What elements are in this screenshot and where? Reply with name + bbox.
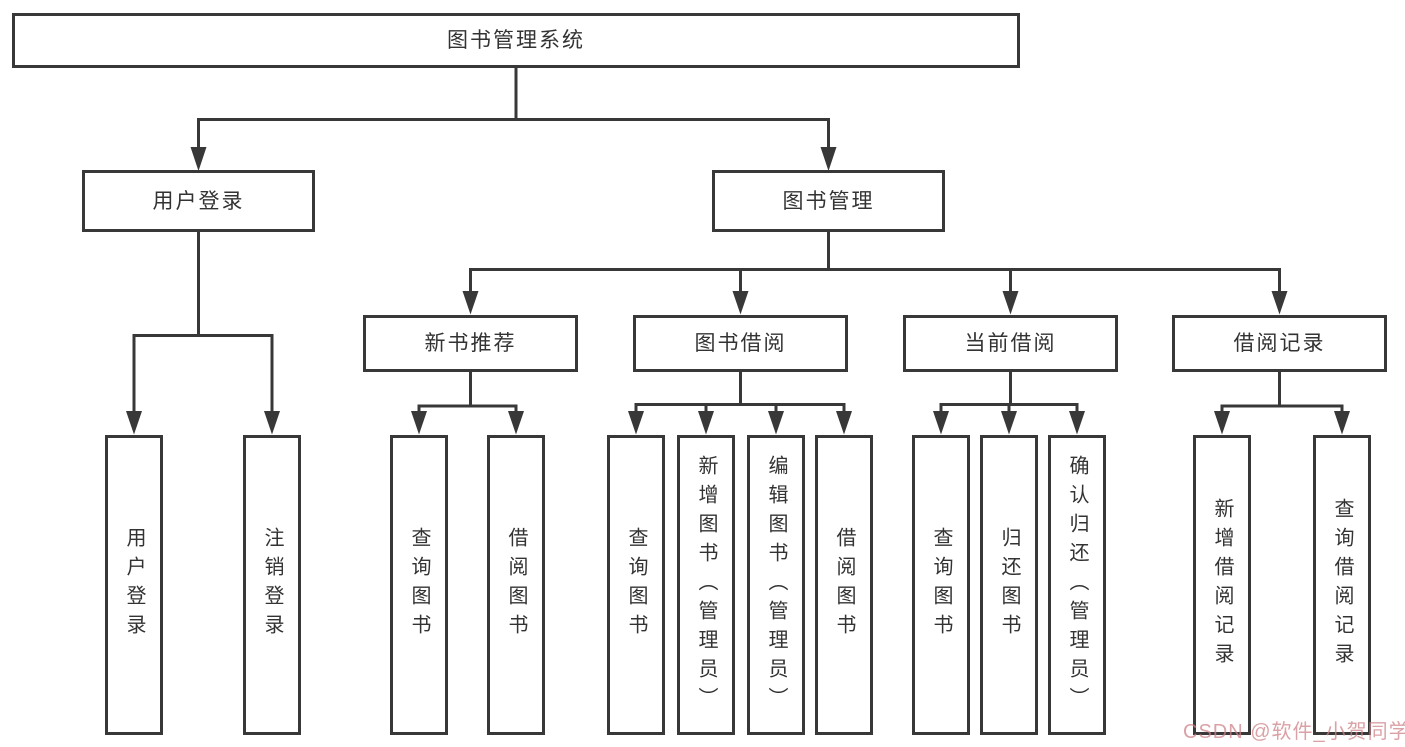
leaf-query-books: 查询图书 [390,435,448,735]
leaf-user-login: 用户登录 [105,435,163,735]
arrowhead [190,147,207,171]
node-label: 借阅图书 [833,527,855,643]
node-label: 确认归还（管理员） [1066,454,1088,716]
node-label: 查询借阅记录 [1331,498,1353,672]
leaf-borrow-books: 借阅图书 [815,435,873,735]
arrowhead [1069,411,1085,435]
arrowhead [126,411,142,435]
connector-newbooks-bus [417,372,518,413]
leaf-borrow-books: 借阅图书 [487,435,545,735]
node-label: 图书管理系统 [447,29,585,52]
arrowhead [698,411,714,435]
node-book-borrowing: 图书借阅 [633,315,848,372]
node-label: 新增借阅记录 [1211,498,1233,672]
arrowhead [1334,411,1350,435]
leaf-return-books: 归还图书 [980,435,1038,735]
node-borrow-records: 借阅记录 [1172,315,1387,372]
connector-records-bus [1220,372,1344,413]
node-current-borrowing: 当前借阅 [903,315,1118,372]
node-label: 借阅记录 [1233,332,1326,355]
node-label: 归还图书 [998,527,1020,643]
arrowhead [628,411,644,435]
leaf-logout: 注销登录 [243,435,301,735]
node-user-login: 用户登录 [82,170,315,232]
leaf-confirm-return-admin: 确认归还（管理员） [1048,435,1106,735]
arrowhead [933,411,949,435]
arrowhead [1002,291,1019,315]
node-label: 新增图书（管理员） [695,454,717,716]
node-label: 查询图书 [930,527,952,643]
arrowhead [508,411,524,435]
arrowhead [732,291,749,315]
leaf-add-books-admin: 新增图书（管理员） [677,435,735,735]
leaf-query-books: 查询图书 [912,435,970,735]
connector-borrow-bus [634,372,846,413]
arrowhead [264,411,280,435]
csdn-watermark: CSDN @软件_小贺同学 [1183,721,1405,743]
node-label: 用户登录 [123,527,145,643]
arrowhead [820,147,837,171]
node-label: 查询图书 [625,527,647,643]
leaf-add-borrow-record: 新增借阅记录 [1193,435,1251,735]
node-label: 查询图书 [408,527,430,643]
connector-bookmgmt-bus [469,232,1281,293]
node-label: 用户登录 [152,189,245,213]
node-book-management: 图书管理 [712,170,945,232]
arrowhead [1001,411,1017,435]
arrowhead [768,411,784,435]
leaf-edit-books-admin: 编辑图书（管理员） [747,435,805,735]
leaf-query-borrow-record: 查询借阅记录 [1313,435,1371,735]
connector-root-bus [197,68,830,149]
arrowhead [1271,291,1288,315]
arrowhead [462,291,479,315]
node-label: 新书推荐 [424,332,517,355]
connector-userlogin-bus [132,232,274,413]
arrowhead [836,411,852,435]
node-new-book-recommend: 新书推荐 [363,315,578,372]
node-label: 图书借阅 [694,332,787,355]
arrowhead [411,411,427,435]
node-label: 编辑图书（管理员） [765,454,787,716]
node-label: 借阅图书 [505,527,527,643]
leaf-query-books: 查询图书 [607,435,665,735]
node-label: 注销登录 [261,527,283,643]
node-root-system: 图书管理系统 [12,13,1020,68]
arrowhead [1214,411,1230,435]
node-label: 当前借阅 [964,332,1057,355]
connector-current-bus [939,372,1079,413]
node-label: 图书管理 [782,189,875,213]
